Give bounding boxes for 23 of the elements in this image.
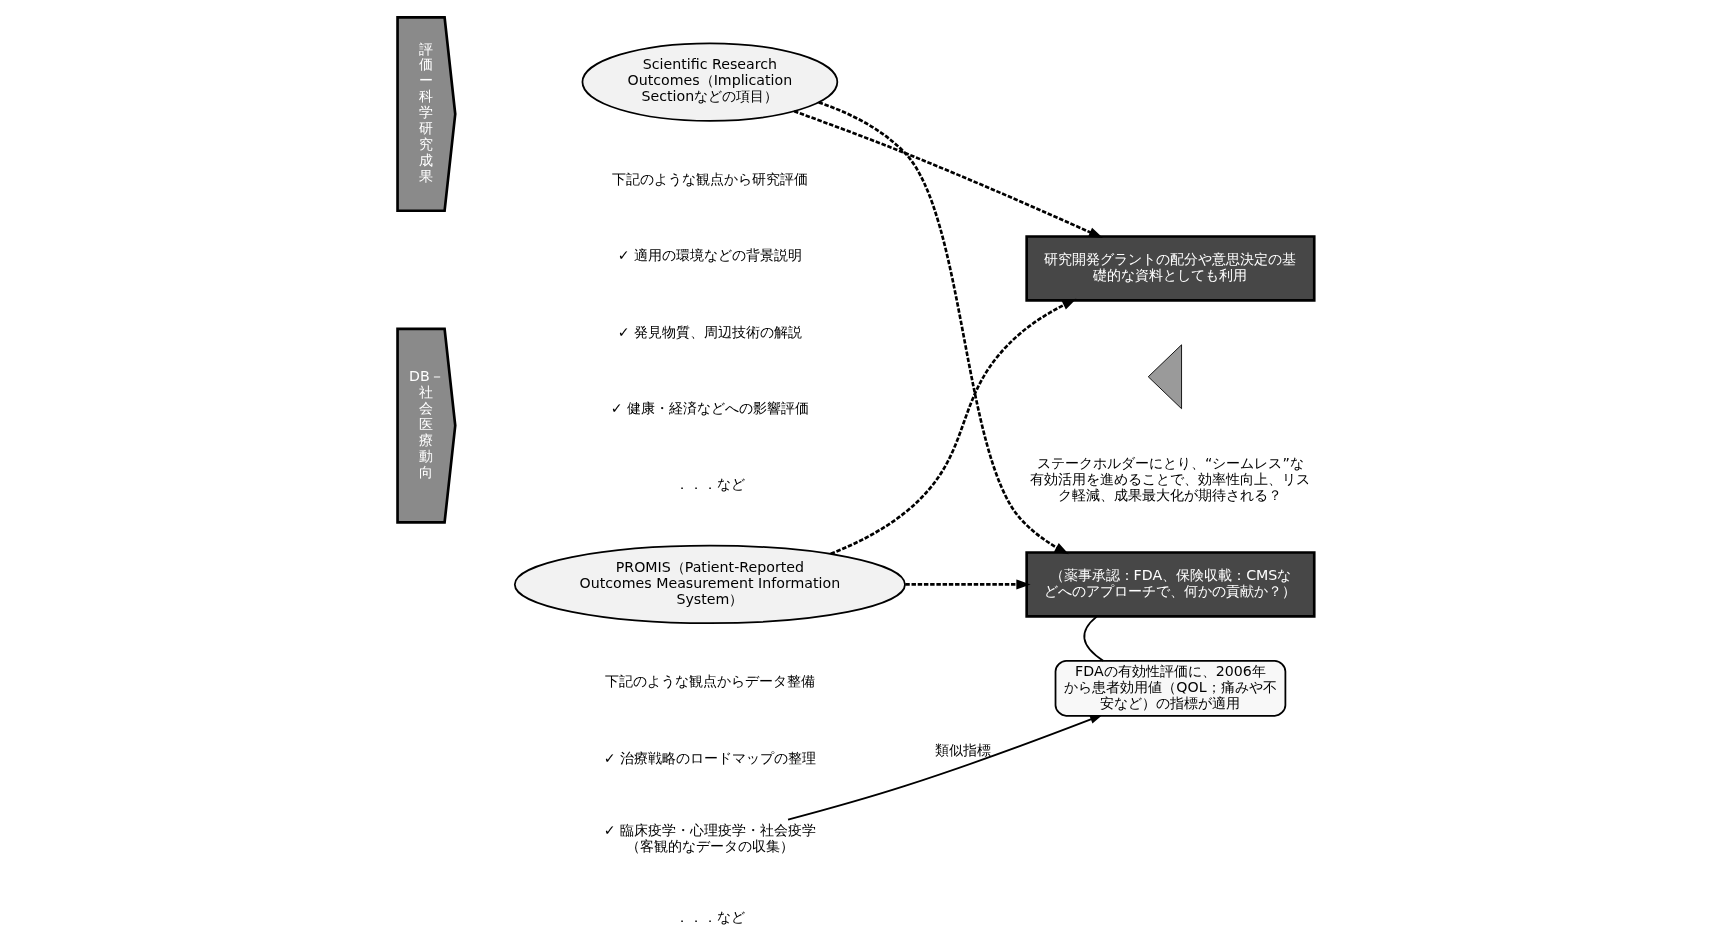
node-ellipse: PROMIS（Patient-Reported Outcomes Measurement Information System） (513, 544, 906, 625)
label: ．．．など (674, 476, 745, 493)
label: 下記のような観点から研究評価 (611, 170, 808, 187)
arrow (818, 101, 1069, 555)
arrow (793, 110, 1103, 239)
node-box: （薬事承認：FDA、保険収載：CMSなどへのアプローチで、何かの貢献か？） (1025, 551, 1316, 618)
node-text: ✓ 臨床疫学・心理疫学・社会疫学（客観的なデータの収集） (603, 821, 817, 854)
label: ✓ 適用の環境などの背景説明 (617, 247, 803, 264)
label: ．．．など (674, 909, 745, 926)
node-ellipse: Scientific Research Outcomes（Implication Sectionなどの項目） (581, 42, 839, 122)
label: 下記のような観点からデータ整備 (604, 673, 815, 690)
label: ✓ 健康・経済などへの影響評価 (610, 399, 810, 416)
node-text: ステークホルダーにとり、“シームレス”な有効活用を進めることで、効率性向上、リスク軽減、成果最大化が期待される？ (1030, 455, 1311, 503)
label: ✓ 治療戦略のロードマップの整理 (603, 749, 817, 766)
node-triangle (1147, 344, 1182, 410)
edge-label: 類似指標 (934, 741, 991, 758)
arrow (787, 714, 1103, 821)
node-box: FDAの有効性評価に、2006年から患者効用値（QOL；痛みや不安など）の指標が適用 (1054, 659, 1287, 717)
connector (1083, 615, 1105, 662)
arrow (905, 579, 1031, 590)
label: ✓ 発見物質、周辺技術の解説 (617, 323, 803, 340)
node-box: 研究開発グラントの配分や意思決定の基礎的な資料としても利用 (1025, 235, 1316, 302)
arrow (830, 298, 1077, 556)
